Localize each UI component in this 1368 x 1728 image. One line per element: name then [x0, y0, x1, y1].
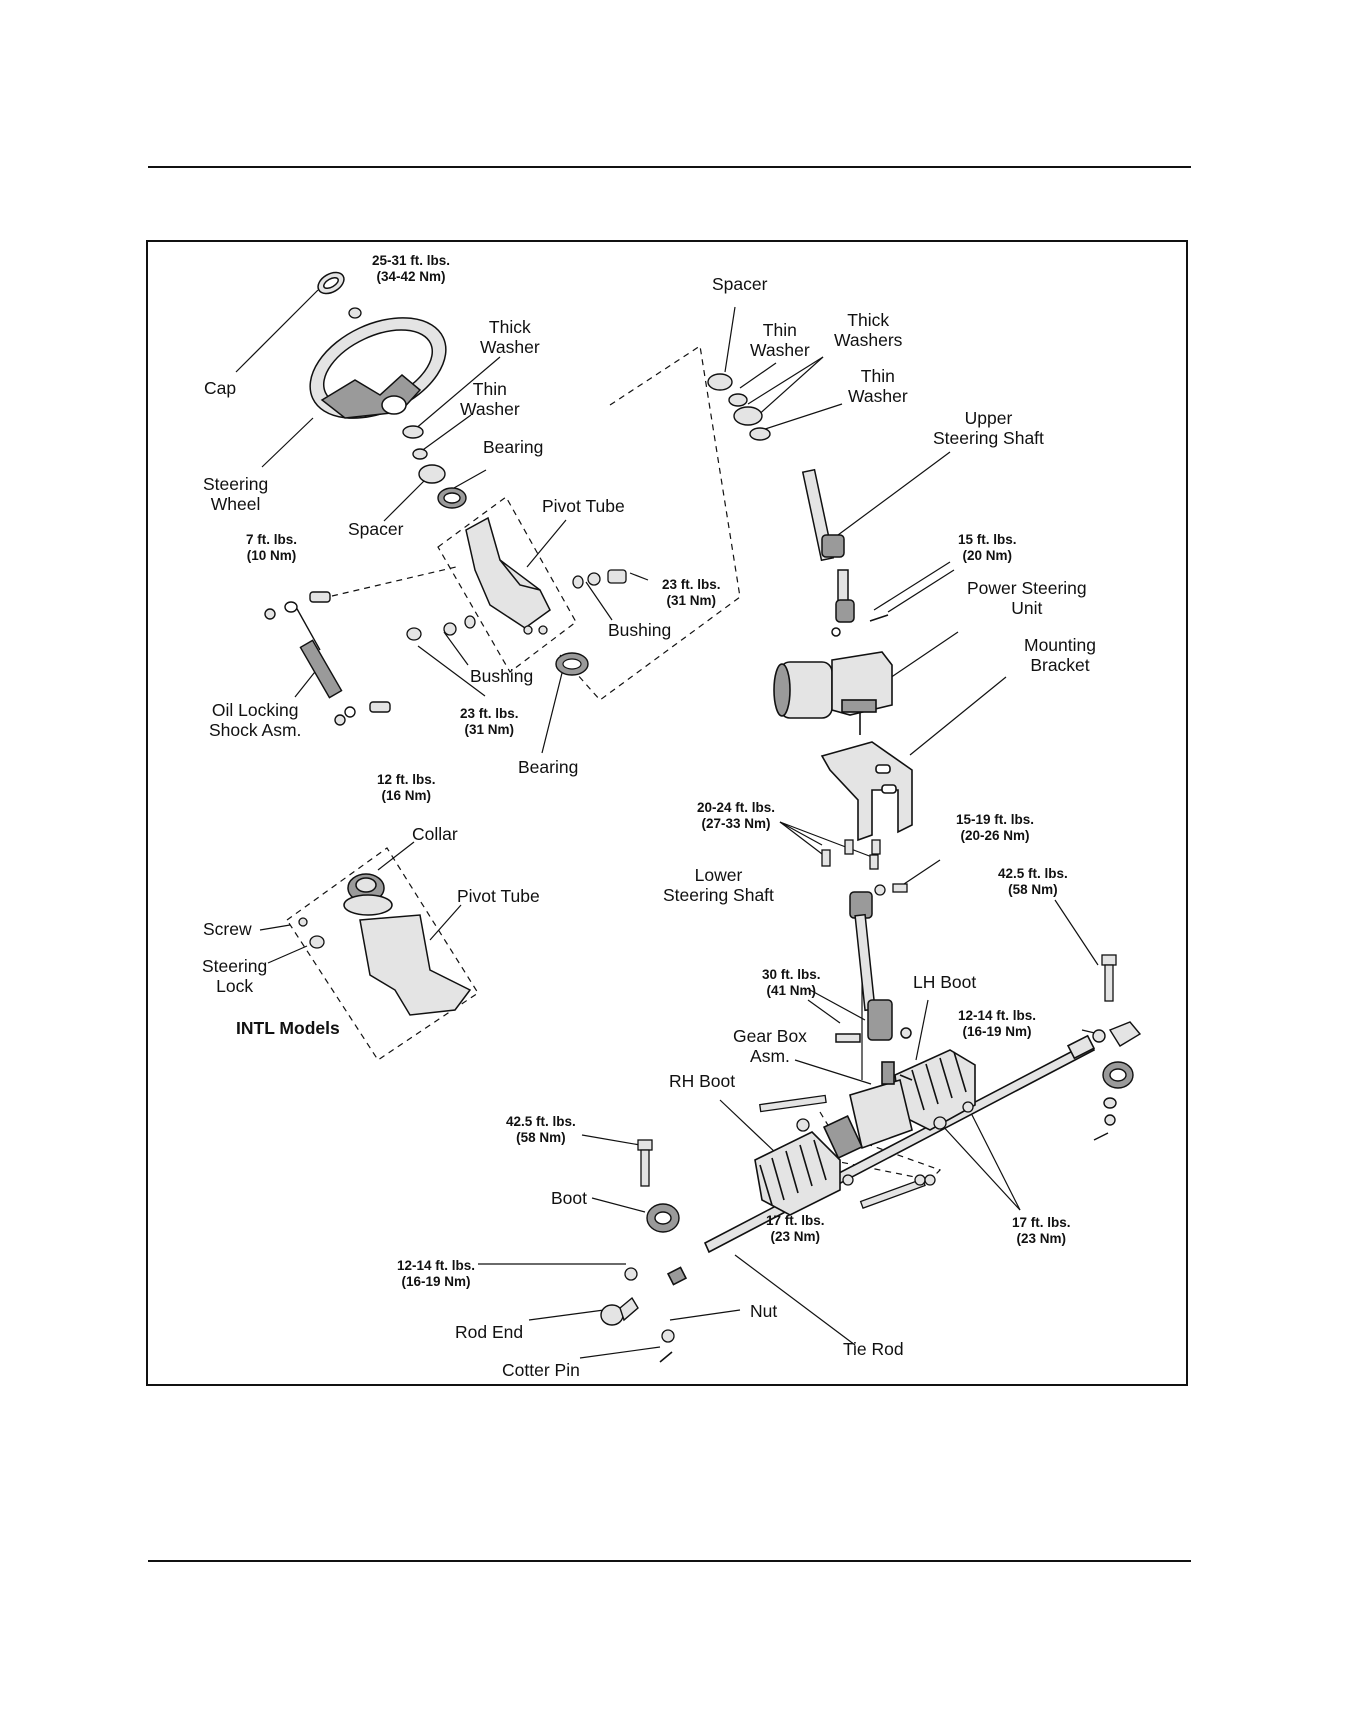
label-intl-models: INTL Models	[236, 1018, 340, 1038]
torque-gearbox-nut-left: 17 ft. lbs. (23 Nm)	[766, 1213, 825, 1244]
label-bearing-bottom: Bearing	[518, 757, 579, 777]
oil-locking-shock-part	[264, 591, 391, 726]
intl-collar-part	[343, 873, 393, 916]
torque-bracket-side-bolt: 15-19 ft. lbs. (20-26 Nm)	[956, 812, 1035, 843]
label-cap: Cap	[204, 378, 237, 398]
label-collar: Collar	[412, 824, 458, 844]
label-thin-washer-right: Thin Washer	[848, 366, 908, 406]
label-pivot-tube-top: Pivot Tube	[542, 496, 625, 516]
gearbox-dash-outline	[829, 1139, 942, 1181]
cap-part	[317, 271, 345, 295]
upper-washers	[707, 373, 771, 441]
intl-screw-lock-part	[298, 917, 325, 949]
torque-gearbox-nut-right: 17 ft. lbs. (23 Nm)	[1012, 1215, 1071, 1246]
label-mounting-bracket: Mounting Bracket	[1024, 635, 1096, 675]
label-upper-steering-shaft: Upper Steering Shaft	[933, 408, 1044, 448]
steering-rack-part	[666, 1034, 1096, 1286]
label-bushing-left: Bushing	[470, 666, 534, 686]
lh-rod-end-part	[1092, 1021, 1142, 1141]
upper-shaft-link-outline	[559, 344, 741, 701]
torque-shock-bottom: 12 ft. lbs. (16 Nm)	[377, 772, 436, 803]
wheel-nut-part	[348, 307, 362, 319]
label-spacer-left: Spacer	[348, 519, 404, 539]
torque-bushing-bolt-right: 23 ft. lbs. (31 Nm)	[662, 577, 721, 608]
left-washer-stack	[402, 425, 467, 509]
intl-pivot-tube-part	[359, 914, 472, 1016]
dashed-outlines	[286, 344, 942, 1181]
label-bearing-top: Bearing	[483, 437, 544, 457]
torque-lh-jam-nut: 12-14 ft. lbs. (16-19 Nm)	[958, 1008, 1037, 1039]
bushing-hardware	[406, 569, 627, 641]
gearbox-bolts	[759, 1094, 974, 1209]
label-cotter-pin: Cotter Pin	[502, 1360, 580, 1380]
label-steering-lock: Steering Lock	[202, 956, 268, 996]
torque-rh-mount-bolt: 42.5 ft. lbs. (58 Nm)	[506, 1114, 576, 1145]
rh-jam-nut-part	[624, 1267, 638, 1281]
label-lh-boot: LH Boot	[913, 972, 977, 992]
label-thin-washer-left: Thin Washer	[460, 379, 520, 419]
footer-rule	[148, 1560, 1191, 1562]
rod-end-part	[600, 1296, 639, 1326]
label-rod-end: Rod End	[455, 1322, 524, 1342]
label-oil-locking-shock: Oil Locking Shock Asm.	[209, 700, 302, 740]
label-gear-box: Gear Box Asm.	[733, 1026, 807, 1066]
pivot-tube-part	[465, 516, 551, 629]
torque-pinch-bolt-upper: 15 ft. lbs. (20 Nm)	[958, 532, 1017, 563]
label-bushing-right: Bushing	[608, 620, 672, 640]
label-tie-rod: Tie Rod	[843, 1339, 904, 1359]
shock-dash-line	[331, 566, 457, 597]
label-thick-washers: Thick Washers	[834, 310, 903, 350]
label-power-steering-unit: Power Steering Unit	[967, 578, 1087, 618]
label-screw: Screw	[203, 919, 252, 939]
label-lower-steering-shaft: Lower Steering Shaft	[663, 865, 774, 905]
label-thin-washer-top: Thin Washer	[750, 320, 810, 360]
torque-wheel-nut: 25-31 ft. lbs. (34-42 Nm)	[372, 253, 451, 284]
boot-part	[646, 1203, 680, 1233]
label-rh-boot: RH Boot	[669, 1071, 736, 1091]
label-steering-wheel: Steering Wheel	[203, 474, 269, 514]
torque-pinch-bolt-lower: 30 ft. lbs. (41 Nm)	[762, 967, 821, 998]
power-steering-unit-part	[773, 651, 893, 735]
torque-rh-jam-nut: 12-14 ft. lbs. (16-19 Nm)	[397, 1258, 476, 1289]
header-rule	[148, 166, 1191, 168]
torque-lh-mount-bolt: 42.5 ft. lbs. (58 Nm)	[998, 866, 1068, 897]
lower-steering-shaft-part	[835, 891, 912, 1043]
label-thick-washer: Thick Washer	[480, 317, 540, 357]
torque-shock-top: 7 ft. lbs. (10 Nm)	[246, 532, 298, 563]
label-boot: Boot	[551, 1188, 587, 1208]
mounting-bracket-part	[820, 741, 913, 842]
intl-group-outline	[286, 847, 479, 1061]
rh-mount-bolt-part	[637, 1139, 653, 1187]
label-spacer-top: Spacer	[712, 274, 768, 294]
torque-bracket-bolts: 20-24 ft. lbs. (27-33 Nm)	[697, 800, 776, 831]
cotter-pin-part	[659, 1351, 673, 1363]
bracket-bolts	[821, 839, 908, 896]
lh-mount-bolt-part	[1101, 954, 1117, 1002]
figure-frame	[146, 240, 1188, 1386]
steering-wheel-part	[309, 317, 447, 419]
pivot-tube-group-outline	[437, 496, 577, 673]
leader-lines	[235, 289, 1100, 1359]
label-pivot-tube-intl: Pivot Tube	[457, 886, 540, 906]
upper-steering-shaft-part	[801, 468, 889, 637]
torque-bushing-bolt-left: 23 ft. lbs. (31 Nm)	[460, 706, 519, 737]
nut-part	[661, 1329, 675, 1343]
label-nut: Nut	[750, 1301, 778, 1321]
